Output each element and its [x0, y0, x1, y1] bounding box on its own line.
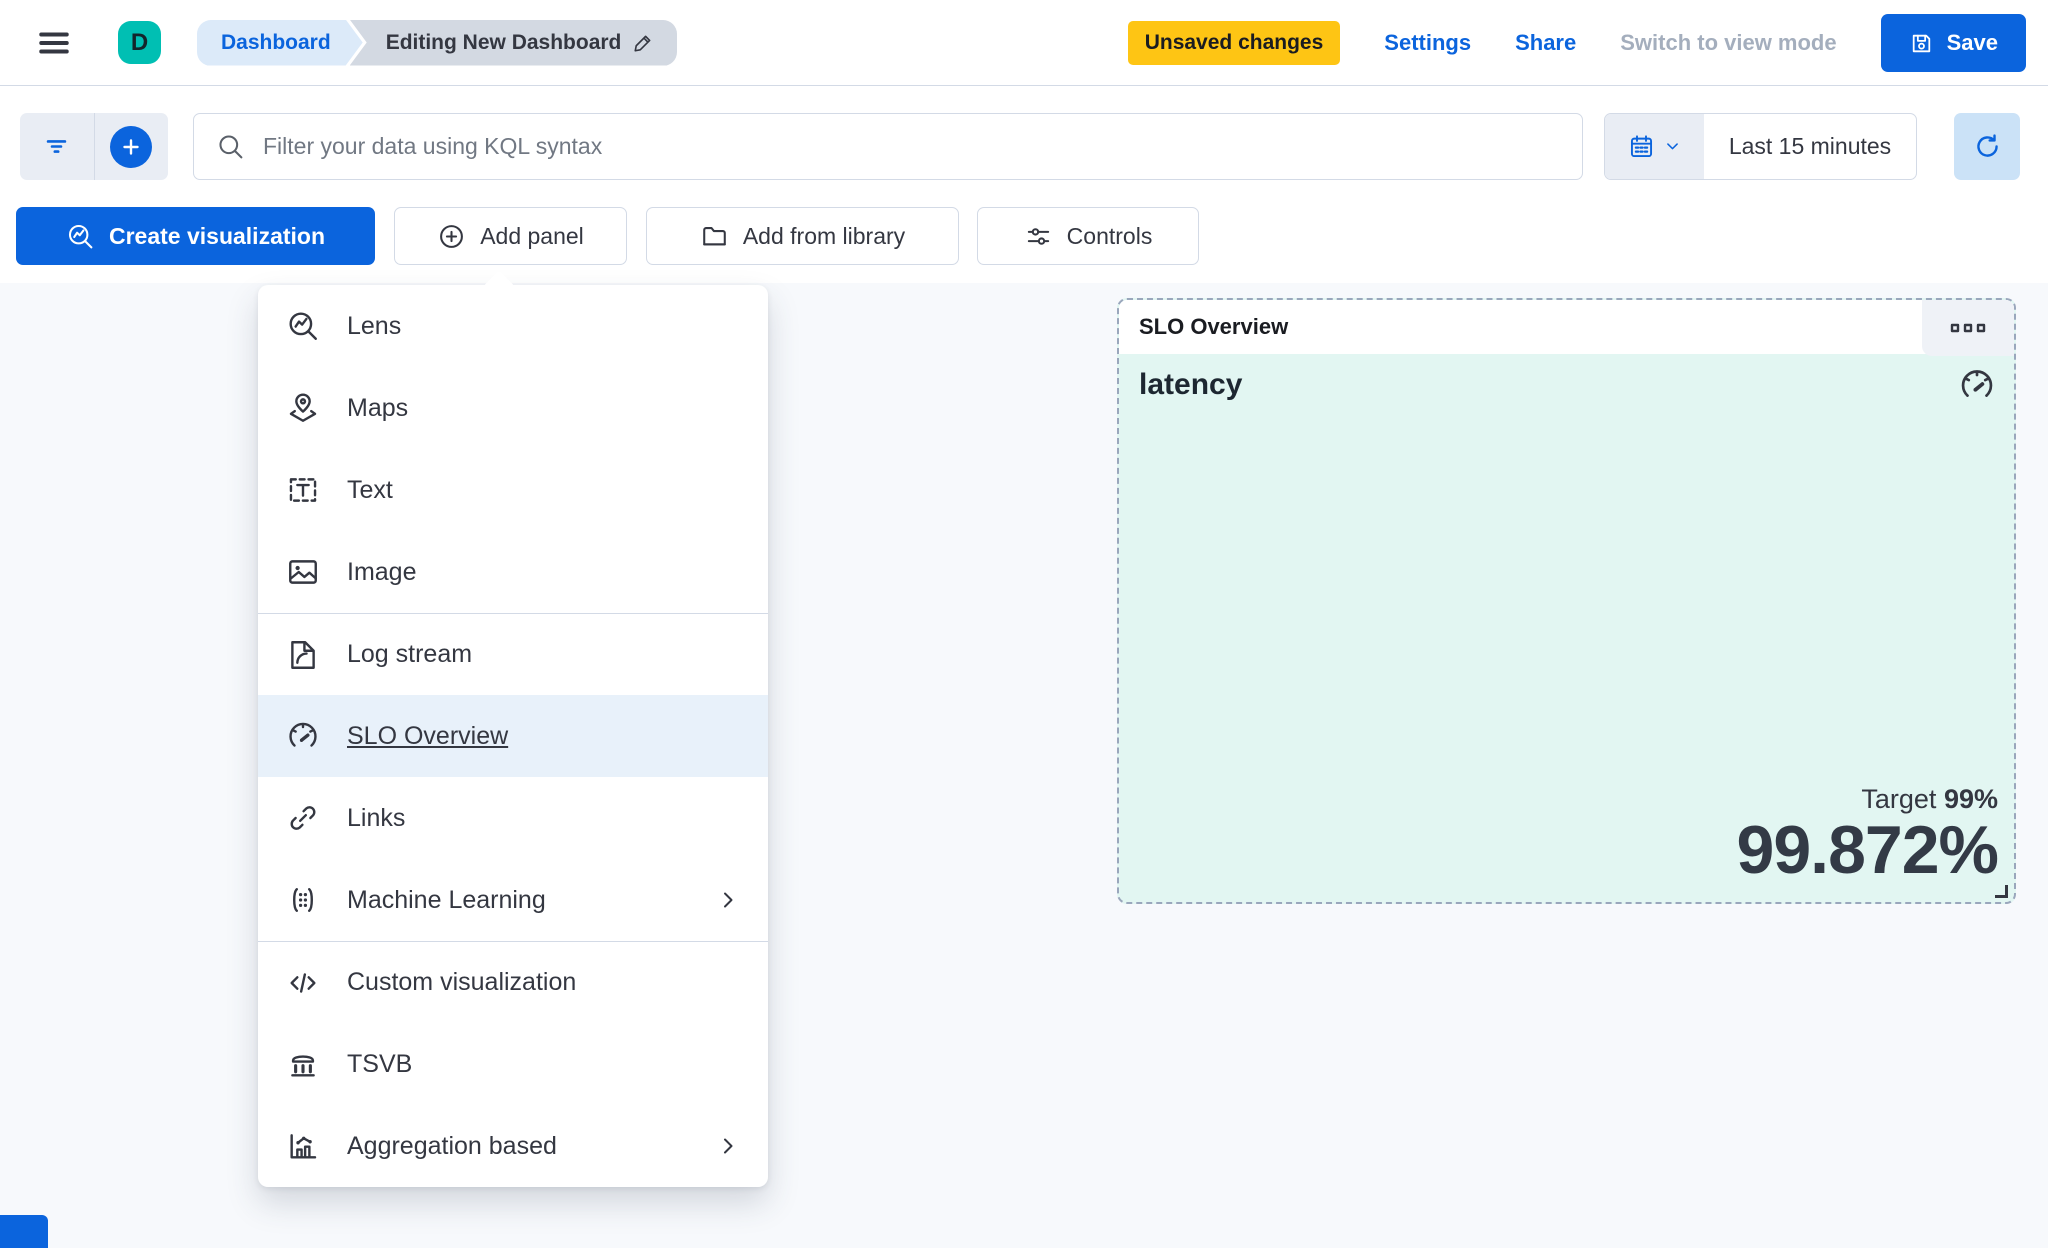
- tsvb-icon: [286, 1047, 320, 1081]
- maps-icon: [286, 391, 320, 425]
- calendar-dropdown-button[interactable]: [1605, 114, 1704, 179]
- save-button[interactable]: Save: [1880, 14, 2026, 72]
- menu-item-lens[interactable]: Lens: [258, 285, 768, 367]
- kql-search-bar: [193, 113, 1583, 180]
- unsaved-changes-badge: Unsaved changes: [1127, 21, 1341, 65]
- add-filter-button[interactable]: [95, 113, 169, 180]
- slo-target-line: Target 99%: [1861, 783, 1998, 814]
- sliders-icon: [1024, 222, 1053, 251]
- menu-item-slo-overview[interactable]: SLO Overview: [258, 695, 768, 777]
- add-panel-menu-list: Lens Maps Text Image Log stream SLO Over…: [258, 285, 768, 1187]
- menu-item-log-stream[interactable]: Log stream: [258, 613, 768, 695]
- menu-item-custom-visualization[interactable]: Custom visualization: [258, 941, 768, 1023]
- breadcrumb-dashboard[interactable]: Dashboard: [197, 20, 363, 66]
- chevron-down-icon: [1664, 138, 1681, 155]
- text-icon: [286, 473, 320, 507]
- code-icon: [286, 966, 320, 1000]
- breadcrumb-current-page[interactable]: Editing New Dashboard: [349, 19, 678, 66]
- panel-options-button[interactable]: [1922, 300, 2014, 356]
- machine-learning-icon: [286, 883, 320, 917]
- calendar-icon: [1628, 133, 1655, 160]
- header-actions: Unsaved changes Settings Share Switch to…: [1127, 0, 2026, 86]
- filter-funnel-icon: [43, 133, 70, 160]
- breadcrumb: Dashboard Editing New Dashboard: [197, 19, 678, 66]
- edit-pencil-icon[interactable]: [632, 31, 655, 54]
- time-range-picker: Last 15 minutes: [1604, 113, 1917, 180]
- kql-search-input[interactable]: [263, 114, 1582, 179]
- boxes-horizontal-icon: [1948, 316, 1988, 340]
- slo-panel-body: latency Target 99% 99.872%: [1119, 354, 2014, 902]
- menu-item-aggregation-based[interactable]: Aggregation based: [258, 1105, 768, 1187]
- folder-icon: [700, 222, 729, 251]
- top-header-bar: D Dashboard Editing New Dashboard Unsave…: [0, 0, 2048, 86]
- controls-button[interactable]: Controls: [977, 207, 1199, 265]
- add-panel-button[interactable]: Add panel: [394, 207, 627, 265]
- filter-controls-group: [20, 113, 168, 180]
- lens-icon: [286, 309, 320, 343]
- divider: [93, 113, 95, 180]
- time-range-value[interactable]: Last 15 minutes: [1728, 133, 1892, 159]
- breadcrumb-current-label: Editing New Dashboard: [385, 30, 622, 54]
- menu-hamburger-icon[interactable]: [32, 26, 76, 60]
- menu-item-image[interactable]: Image: [258, 531, 768, 613]
- image-icon: [286, 555, 320, 589]
- switch-to-view-mode-link[interactable]: Switch to view mode: [1620, 30, 1837, 55]
- link-icon: [286, 801, 320, 835]
- log-stream-icon: [286, 638, 320, 672]
- slo-target-value: 99%: [1943, 783, 1998, 814]
- slo-overview-panel[interactable]: SLO Overview latency Target 99% 99.872%: [1117, 298, 2016, 904]
- slo-name: latency: [1139, 368, 1243, 401]
- add-panel-menu: Lens Maps Text Image Log stream SLO Over…: [258, 285, 768, 1187]
- gauge-icon: [1958, 366, 1996, 404]
- avatar[interactable]: D: [118, 21, 161, 64]
- menu-item-tsvb[interactable]: TSVB: [258, 1023, 768, 1105]
- plus-circle-icon: [437, 222, 466, 251]
- menu-item-machine-learning[interactable]: Machine Learning: [258, 859, 768, 941]
- menu-item-links[interactable]: Links: [258, 777, 768, 859]
- aggregation-icon: [286, 1129, 320, 1163]
- slo-value: 99.872%: [1736, 811, 1999, 888]
- refresh-button[interactable]: [1954, 113, 2020, 180]
- settings-link[interactable]: Settings: [1384, 30, 1472, 55]
- plus-icon: [110, 125, 153, 168]
- search-icon: [216, 132, 245, 161]
- menu-item-maps[interactable]: Maps: [258, 367, 768, 449]
- panel-resize-handle[interactable]: [1995, 885, 2008, 898]
- slo-panel-title: SLO Overview: [1139, 314, 1289, 339]
- chevron-right-icon: [716, 888, 740, 912]
- create-visualization-button[interactable]: Create visualization: [16, 207, 375, 265]
- gauge-icon: [286, 719, 320, 753]
- menu-item-text[interactable]: Text: [258, 449, 768, 531]
- filter-options-button[interactable]: [20, 113, 94, 180]
- slo-panel-header: SLO Overview: [1119, 300, 2014, 354]
- add-from-library-button[interactable]: Add from library: [646, 207, 959, 265]
- share-link[interactable]: Share: [1515, 30, 1577, 55]
- new-panel-placeholder: [0, 1215, 48, 1248]
- slo-stats: Target 99% 99.872%: [1736, 783, 1999, 888]
- refresh-icon: [1973, 132, 2002, 161]
- save-floppy-icon: [1909, 31, 1934, 56]
- chevron-right-icon: [716, 1134, 740, 1158]
- lens-icon: [66, 222, 95, 251]
